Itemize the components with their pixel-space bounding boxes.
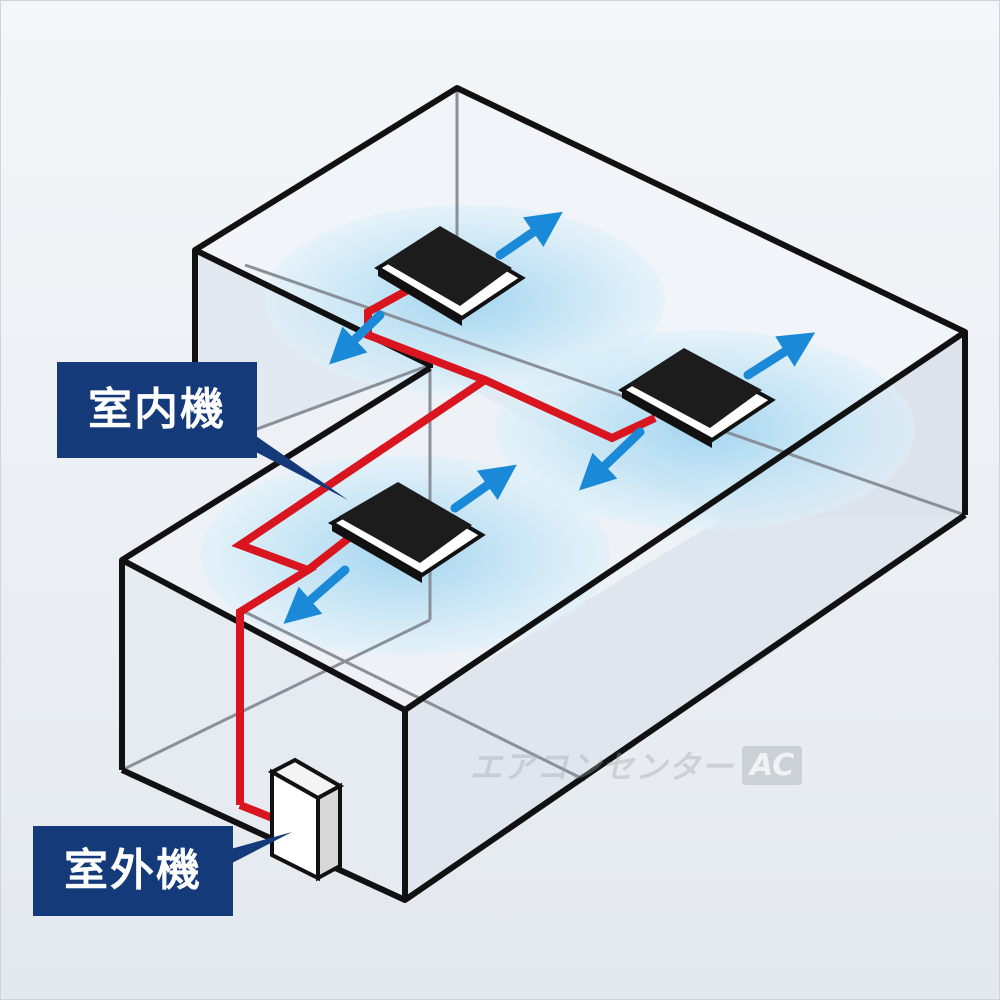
hidden-edges [121, 88, 966, 782]
watermark: エアコンセンター AC [470, 742, 803, 788]
outdoor-unit-icon [267, 757, 345, 882]
watermark-logo: AC [742, 745, 803, 785]
building-outline [119, 85, 968, 903]
indoor-unit-icon [618, 348, 776, 448]
hidden-edge-6 [244, 610, 586, 782]
airflow-arrow-1a [495, 211, 563, 260]
hidden-edge-4 [121, 618, 431, 772]
airflow-arrow-2b [579, 427, 645, 491]
airflow-arrow-2a [743, 332, 816, 380]
upper-block-inner-edge [193, 247, 433, 368]
lower-block-bottom-edge [120, 512, 967, 903]
airflow-arrow-3a [450, 464, 517, 513]
hidden-edge-3 [244, 263, 966, 517]
indoor-unit-icon [327, 482, 486, 583]
pipe-main [231, 375, 657, 805]
lower-block-top-ridge [403, 329, 967, 713]
outdoor-unit-label: 室外機 [33, 826, 233, 916]
watermark-text: エアコンセンター [470, 748, 735, 786]
airflow-arrow-3b [283, 565, 350, 624]
indoor-callout-pointer [233, 420, 348, 500]
upper-block-outline [192, 85, 968, 515]
airflow-arrow-1b [329, 310, 385, 365]
airflow-arrows [283, 211, 816, 624]
indoor-unit-icon [374, 226, 526, 326]
indoor-unit-label: 室内機 [57, 362, 257, 458]
